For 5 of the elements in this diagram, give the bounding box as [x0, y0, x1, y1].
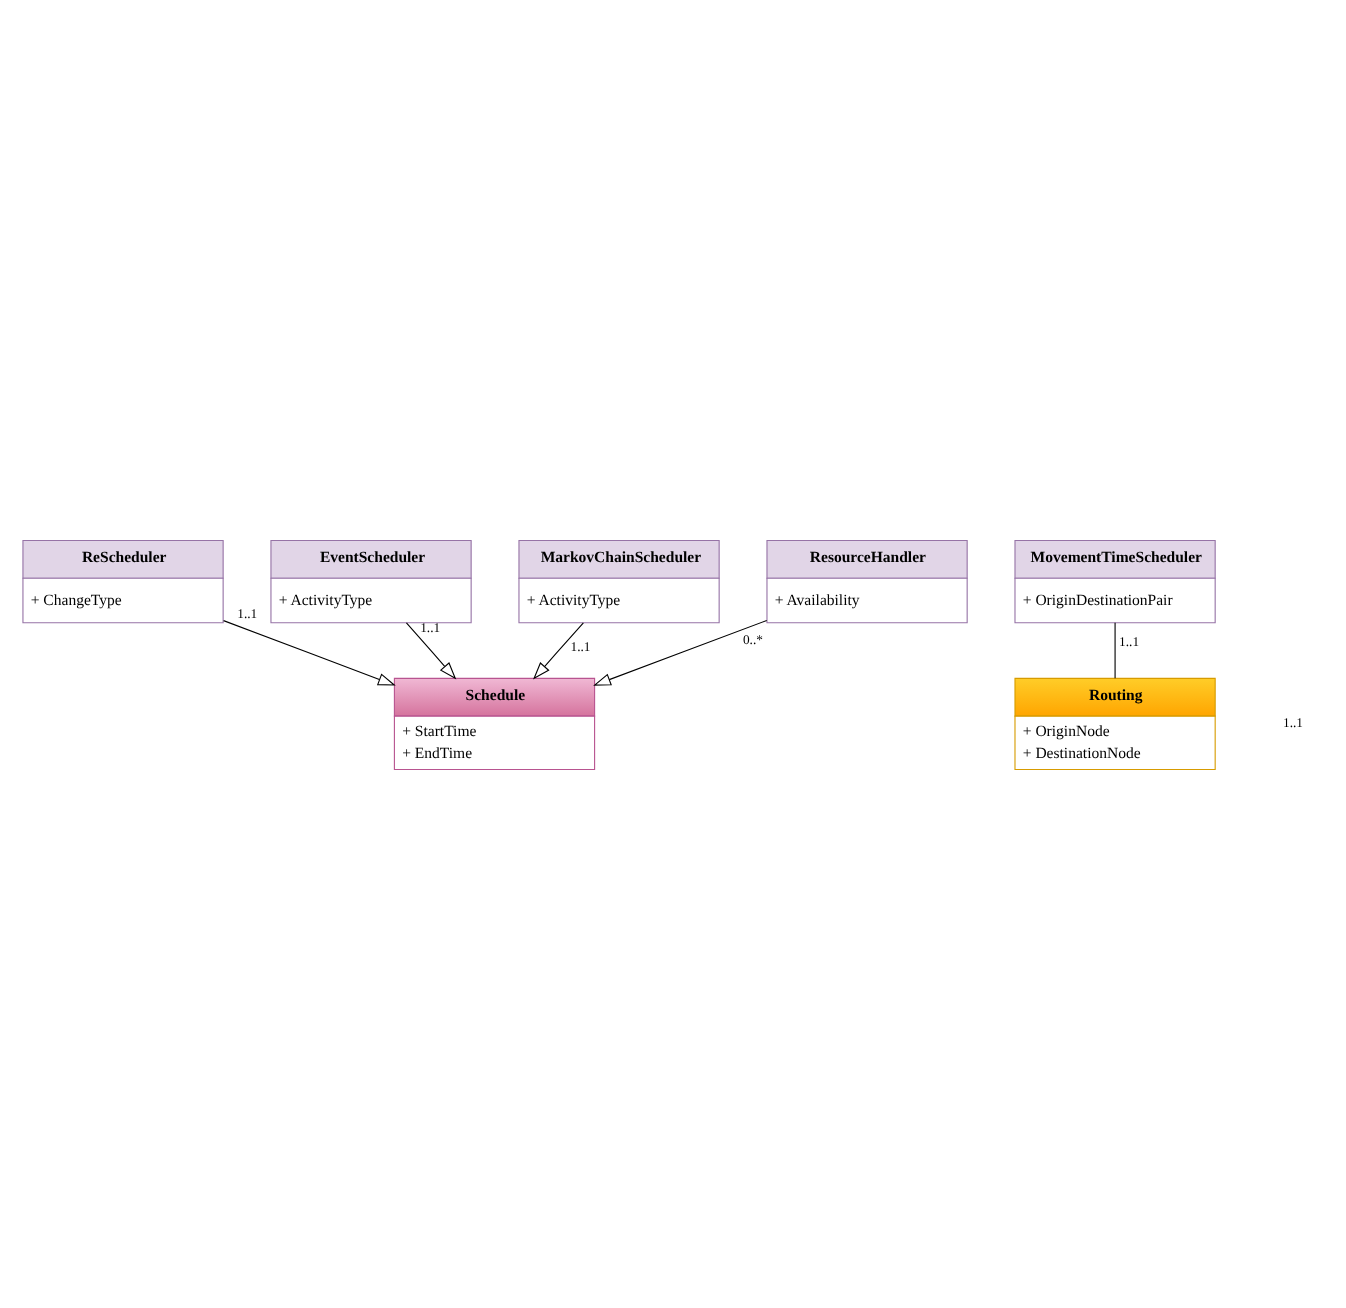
arrow	[533, 621, 584, 679]
arrow	[405, 621, 457, 679]
connector	[1114, 621, 1116, 678]
arrow	[593, 618, 768, 685]
arrow	[223, 619, 396, 685]
